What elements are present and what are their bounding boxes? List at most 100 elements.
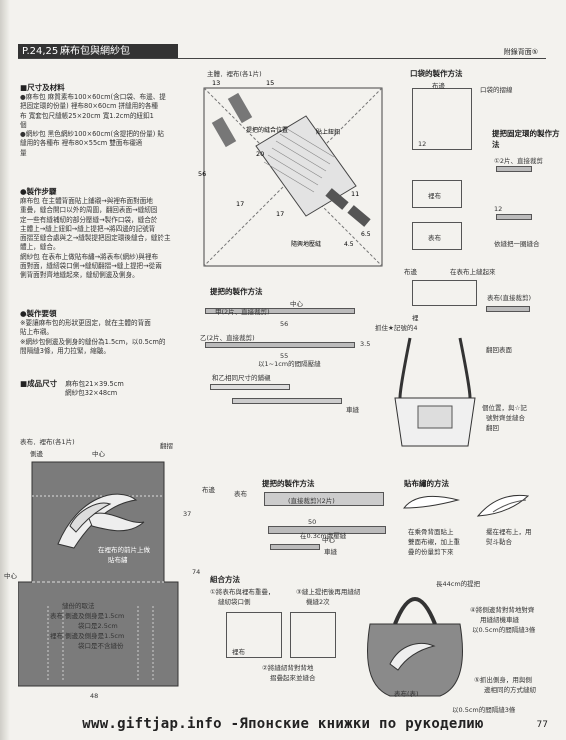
- bag1-note-2: 號對齊並縫合: [486, 414, 525, 422]
- steps-line: 麻布包 在主體背面貼上鋪襯→與裡布面對面地: [20, 197, 153, 205]
- tips-line: 貼上布襯。: [20, 328, 53, 337]
- bag-outer-label: 表布(表): [394, 690, 419, 698]
- assembly-step4b: 用縫紉機車縫: [480, 616, 519, 624]
- handle2-strip: [264, 492, 384, 506]
- bag1-handle-len: 抓住★記號的4: [375, 324, 418, 332]
- side-label: 側邊: [30, 450, 43, 458]
- fold-label: 翻摺: [160, 442, 173, 450]
- materials-line: 量: [20, 148, 27, 157]
- header-divider: [18, 58, 546, 59]
- tips-title: ●製作要領: [20, 309, 57, 318]
- mesh-bag-pattern: [18, 461, 179, 687]
- pocket-edge-label: 布邊: [432, 82, 445, 90]
- quilting-label: 隨興地壓縫: [291, 240, 321, 248]
- handle-title: 提把的製作方法: [210, 287, 263, 296]
- footer-watermark: www.giftjap.info -Японские книжки по рук…: [82, 716, 484, 732]
- dim-48: 48: [90, 692, 99, 700]
- handle2-title: 提把的製作方法: [262, 479, 315, 488]
- handle2-outer: 表布: [234, 490, 247, 498]
- handle-quilt-note: 以1~1cm的間隔壓縫: [258, 360, 321, 368]
- handle-len-56: 56: [280, 320, 289, 328]
- dim-6.5: 6.5: [361, 231, 371, 238]
- mesh-bag-sketch: [367, 597, 463, 697]
- bag1-outer-sew: 在表布上縫起來: [450, 268, 496, 276]
- body-top-title: 主體．裡布(各1片): [207, 70, 262, 78]
- applique-note: 在裡布的前片上做: [98, 546, 150, 554]
- bag1-note-3: 翻回: [486, 424, 499, 432]
- handle2-folded: [268, 526, 386, 534]
- applique-step1b: 雙面布襯，加上重: [408, 538, 460, 546]
- materials-line: 個: [20, 120, 27, 129]
- page-title: 麻布包與網紗包: [60, 46, 130, 57]
- handle-part-a: 甲(2片、直接裁剪): [215, 308, 270, 316]
- dim-4.5: 4.5: [344, 241, 354, 248]
- assembly-step2: ②將縫紉背對背地: [262, 664, 314, 672]
- seam-outer-2: 袋口是2.5cm: [78, 622, 118, 630]
- dim-17b: 17: [236, 200, 244, 208]
- dim-15: 15: [266, 79, 274, 87]
- handle-strip-a: [205, 308, 355, 314]
- steps-line: 網紗包 在表布上做貼布繡→將表布(網紗)與裡布: [20, 252, 159, 261]
- steps-line: 主體上→縫上鈕釦→縫上提把→將四邊的記號背: [20, 224, 156, 233]
- page-number: 77: [536, 720, 548, 730]
- steps-line: 體上，縫合。: [20, 243, 60, 252]
- center-label: 中心: [92, 450, 105, 458]
- assembly-piece-2: [290, 612, 336, 658]
- bag1-ring-cut: 表布(直接裁剪): [487, 294, 532, 302]
- materials-title: ■尺寸及材料: [20, 83, 65, 92]
- tips-line: 間隔縫3條，用力拉緊，縮皺。: [20, 346, 110, 355]
- finished-size-2: 網紗包32×48cm: [65, 389, 118, 398]
- pocket-piece: [412, 88, 472, 150]
- ring-loop-label: 依縫把一圈縫合: [494, 240, 540, 248]
- steps-title: ●製作步驟: [20, 187, 57, 196]
- dim-11: 11: [351, 190, 359, 198]
- handle2-side: 布邊: [202, 486, 215, 494]
- handle-interfacing-note: 和乙相同尺寸的鋪襯: [212, 374, 271, 382]
- body-pattern-diagram: 13 15 56 提把的縫合位置 20 貼上鈕釦 11 17 17 隨興地壓縫 …: [198, 79, 383, 267]
- assembly-title: 組合方法: [210, 575, 240, 584]
- interfacing-strip: [210, 384, 290, 390]
- handle-strip-b: [205, 342, 355, 348]
- bag1-sketch: [394, 337, 476, 447]
- materials-line: ●網紗包 黑色網紗100×60cm(含提把的份量) 貼: [20, 130, 164, 139]
- ring-strip-2: [496, 214, 532, 220]
- pocket-fold-note: 口袋的摺線: [480, 86, 513, 94]
- bag1-turn-out: 翻回表面: [486, 346, 512, 354]
- applique-title: 貼布繡的方法: [404, 479, 449, 488]
- steps-line: 側背面對齊地縫起來，縫紉側邊及側身。: [20, 271, 139, 280]
- dim-20: 20: [256, 150, 264, 158]
- pocket-lining-label: 裡布: [428, 192, 441, 200]
- steps-section: ●製作步驟 麻布包 在主體背面貼上鋪襯→與裡布面對面地 重疊，縫合開口以外的周圍…: [20, 186, 190, 281]
- handle-w-35: 3.5: [360, 340, 371, 348]
- ring-cut-label: ①2片、直接裁剪: [494, 157, 543, 165]
- materials-section: ■尺寸及材料 ●麻布包 麻質素布100×60cm(含口袋、布邊、提 把固定環的份…: [20, 82, 190, 158]
- materials-line: ●麻布包 麻質素布100×60cm(含口袋、布邊、提: [20, 93, 166, 101]
- handle-length-note: 長44cm的提把: [436, 580, 481, 588]
- ring-strip: [496, 166, 532, 172]
- seam-title: 縫份的取法: [62, 602, 95, 610]
- dim-74: 74: [192, 568, 201, 576]
- dim-17: 17: [276, 210, 284, 218]
- book-spine-shadow: [0, 0, 10, 740]
- page-ref: P.24,25: [22, 46, 59, 57]
- dim-37: 37: [183, 510, 192, 518]
- applique-step1c: 疊的份量剪下來: [408, 548, 454, 556]
- pocket-title: 口袋的製作方法: [410, 69, 463, 78]
- appendix-note: 附錄背面⑤: [503, 48, 538, 56]
- pocket-lining-box: [412, 180, 462, 208]
- assembly-step5b: 邊相同的方式縫紉: [484, 686, 536, 694]
- assembly-step5: ⑤抓出側身，用與側: [474, 676, 532, 684]
- seam-outer: 表布 側邊及側身是1.5cm: [50, 612, 125, 620]
- assembly-step3b: 機縫2次: [306, 598, 330, 606]
- bag1-sew-main: 裡: [412, 314, 419, 322]
- materials-line: 布 寬套包尺縫帳25×20cm 寬1.2cm的紐釦1: [20, 111, 154, 120]
- assembly-step3: ③縫上提把後再用縫紉: [296, 588, 361, 596]
- assembly-lining: 裡布: [232, 648, 245, 656]
- pocket-opening: 12: [418, 140, 427, 148]
- handle-part-b: 乙(2片、直接裁剪): [200, 334, 255, 342]
- pocket-outer-box: [412, 222, 462, 250]
- handle2-edge: 車縫: [324, 548, 337, 556]
- bag1-note-1: 個位置，與☆記: [482, 404, 527, 412]
- tips-line: ※要讓麻布包的形狀更固定，就在主體的背面: [20, 319, 151, 327]
- dim-13: 13: [212, 79, 220, 87]
